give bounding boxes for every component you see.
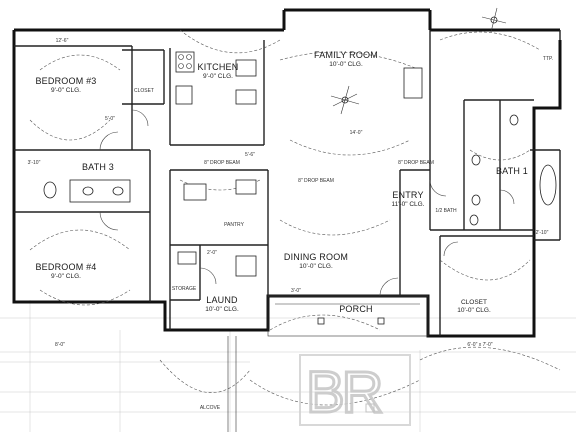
room-label-closet: CLOSET [461,299,487,306]
dimension-label: 12'-6" [56,38,69,44]
bathroom-fixtures [43,67,557,226]
dimension-label: 2'-0" [207,250,217,256]
dimension-label: 14'-0" [350,130,363,136]
door-swings [99,109,515,297]
label-storage: STORAGE [172,286,197,292]
dimension-label: 2'-10" [536,230,549,236]
room-ceiling-closet: 10'-0" CLG. [457,307,491,314]
room-ceiling-entry: 11'-0" CLG. [391,201,424,208]
room-label-bath-1: BATH 1 [496,166,528,176]
kitchen-fixtures [175,51,257,277]
dimension-label: 5'-0" [105,116,115,122]
room-ceiling-kitchen: 9'-0" CLG. [203,73,233,80]
room-label-bedroom-3: BEDROOM #3 [35,76,96,86]
dimension-label: 5'-6" [245,152,255,158]
room-label-entry: ENTRY [392,190,423,200]
label-ttp: TTP. [543,56,553,62]
room-label-bedroom-4: BEDROOM #4 [35,262,96,272]
interior-walls [14,30,561,336]
annotation-labels: CLOSET PANTRY STORAGE 1/2 BATH 8" DROP B… [134,56,553,411]
label-pantry: PANTRY [224,222,244,228]
room-ceiling-bedroom-3: 9'-0" CLG. [51,87,81,94]
label-drop-beam-1: 8" DROP BEAM [298,178,334,184]
label-drop-beam-2: 8" DROP BEAM [204,160,240,166]
dimension-labels: 12'-6" 5'-0" 14'-0" 3'-10" 5'-6" 3'-0" 2… [28,38,549,348]
room-label-bath-3: BATH 3 [82,162,114,172]
wiring-runs [29,29,561,406]
dimension-label: 6'-0" x 7'-0" [467,342,492,348]
room-ceiling-bedroom-4: 9'-0" CLG. [51,273,81,280]
room-label-kitchen: KITCHEN [198,62,239,72]
room-label-laund: LAUND [206,295,238,305]
label-closet: CLOSET [134,88,154,94]
grid-lines [0,300,576,432]
room-label-porch: PORCH [339,304,373,314]
label-drop-beam-3: 8" DROP BEAM [398,160,434,166]
porch-outline [227,295,429,432]
room-ceiling-family-room: 10'-0" CLG. [329,61,363,68]
room-labels: BEDROOM #3 9'-0" CLG. BATH 3 BEDROOM #4 … [35,50,528,314]
ceiling-fan-icon [481,7,507,33]
dimension-label: 3'-10" [28,160,41,166]
dimension-label: 3'-0" [291,288,301,294]
exterior-walls [12,8,562,338]
dimension-label: 8'-0" [55,342,65,348]
room-ceiling-laund: 10'-0" CLG. [205,306,239,313]
label-half-bath: 1/2 BATH [435,208,457,214]
watermark-logo: BR [299,354,411,427]
room-ceiling-dining-room: 10'-0" CLG. [299,263,333,270]
room-label-family-room: FAMILY ROOM [314,50,378,60]
room-label-dining-room: DINING ROOM [284,252,348,262]
svg-text:BR: BR [306,360,382,425]
ceiling-fan-icon [330,85,360,115]
label-alcove: ALCOVE [200,405,221,411]
